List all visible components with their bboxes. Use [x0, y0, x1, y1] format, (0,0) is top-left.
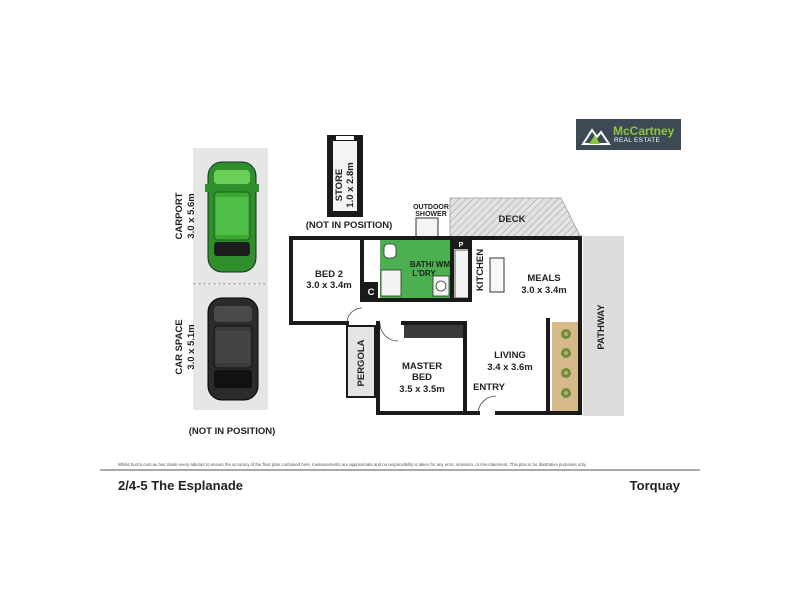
not-in-position-bottom: (NOT IN POSITION) — [189, 426, 276, 437]
carport-name: CARPORT — [174, 192, 185, 239]
living-name: LIVING — [494, 350, 526, 361]
kitchen-label: KITCHEN — [475, 249, 486, 291]
carport-size: 3.0 x 5.6m — [186, 193, 197, 238]
store-size: 1.0 x 2.8m — [345, 162, 356, 207]
shower — [380, 269, 402, 297]
car-space-label: CAR SPACE 3.0 x 5.1m — [174, 319, 197, 374]
master-bed-line1: MASTER — [402, 361, 442, 372]
pergola — [346, 325, 376, 398]
address-text: 2/4-5 The Esplanade — [118, 478, 243, 493]
kitchen-bench — [454, 249, 470, 299]
pantry — [454, 238, 468, 249]
outdoor-shower-line1: OUTDOOR — [413, 204, 449, 211]
meals-size: 3.0 x 3.4m — [521, 285, 566, 296]
bed2-name: BED 2 — [315, 269, 343, 280]
brand-logo: McCartney REAL ESTATE — [576, 119, 681, 150]
store-name: STORE — [334, 169, 345, 202]
carport-label: CARPORT 3.0 x 5.6m — [174, 192, 197, 239]
cupboard — [364, 282, 378, 299]
bath-line1: BATH/ WM — [410, 260, 451, 269]
bath-line2: L'DRY — [412, 269, 436, 278]
outdoor-shower-line2: SHOWER — [415, 211, 447, 218]
disclaimer-text: Whilst burrm.com.au has made every attem… — [118, 462, 587, 467]
living-size: 3.4 x 3.6m — [487, 362, 532, 373]
bed2-size: 3.0 x 3.4m — [306, 280, 351, 291]
store-label: STORE 1.0 x 2.8m — [334, 162, 356, 207]
not-in-position-top: (NOT IN POSITION) — [306, 220, 393, 231]
master-bed-line2: BED — [412, 372, 432, 383]
brand-name: McCartney — [613, 124, 675, 138]
walls — [289, 236, 582, 415]
pergola-label: PERGOLA — [356, 339, 367, 386]
pathway — [583, 236, 624, 416]
wardrobe — [404, 324, 464, 338]
cupboard-label: C — [368, 287, 375, 298]
doors — [346, 307, 497, 414]
car-space-name: CAR SPACE — [174, 319, 185, 374]
pathway-label: PATHWAY — [596, 304, 607, 350]
meals-name: MEALS — [527, 273, 560, 284]
entry-label: ENTRY — [473, 382, 506, 393]
master-bed-size: 3.5 x 3.5m — [399, 384, 444, 395]
brand-subtitle: REAL ESTATE — [614, 137, 661, 144]
deck-label: DECK — [499, 214, 526, 225]
pantry-label: P — [459, 242, 464, 249]
outdoor-shower-box — [415, 217, 439, 239]
car-icon — [205, 161, 259, 273]
plant-icon — [561, 329, 571, 398]
logo-mountain-icon — [581, 128, 611, 145]
car-space-size: 3.0 x 5.1m — [186, 324, 197, 369]
suburb-text: Torquay — [629, 478, 680, 493]
car-icon — [207, 297, 259, 401]
toilet — [383, 243, 397, 259]
kitchen-island — [489, 257, 505, 293]
basin — [435, 280, 447, 292]
